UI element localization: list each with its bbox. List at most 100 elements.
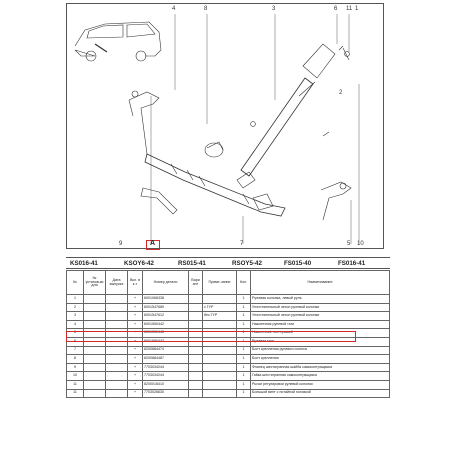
cell-qty: 1 <box>236 311 251 321</box>
cell-name: Рулевая колонка, левый руль <box>250 294 390 304</box>
table-row: 11 + 7703026630 1 Большой винт с потайно… <box>66 388 390 399</box>
cell-name: Болт крепления <box>250 354 390 364</box>
callout-4: 4 <box>172 6 176 12</box>
table-row: 7 + 8200684474 1 Болт крепления рулевого… <box>66 345 390 356</box>
table-row: 5 + 6001550445 1 Наконечник тяги правый <box>66 328 390 338</box>
vehicle-codes-row: KS016-41 KSOY6-42 RS015-41 RSOY5-42 FS01… <box>66 257 390 269</box>
cell-part-number: 8200018410 <box>142 379 189 390</box>
table-header-row: № № установ-ки для Дата выпуска Вкл. в к… <box>66 270 390 295</box>
reference-mark: A <box>150 240 156 247</box>
cell-included: + <box>127 371 143 381</box>
cell-variant <box>188 388 203 399</box>
cell-qty: 1 <box>236 388 251 399</box>
cell-qty: 1 <box>236 354 251 364</box>
callout-2: 2 <box>339 90 343 96</box>
column-header: Кол. <box>236 270 251 295</box>
cell-qty: 1 <box>236 379 251 390</box>
cell-variant <box>188 302 203 313</box>
table-row: 2 + 6001547689 с ГУР 1 Уплотнительный че… <box>66 302 390 313</box>
column-header: № <box>66 270 84 295</box>
cell-qty: 1 <box>236 302 251 313</box>
cell-no: 2 <box>66 302 84 313</box>
vehicle-code: KS016-41 <box>70 260 98 267</box>
cell-name: Наконечник рулевой тяги <box>250 319 390 330</box>
cell-no: 7 <box>66 345 84 356</box>
table-row: 8 + 8200684487 1 Болт крепления <box>66 354 390 364</box>
cell-qty: 1 <box>236 371 251 381</box>
highlighted-row-outline <box>66 331 356 342</box>
vehicle-code: FS016-41 <box>338 260 366 267</box>
callout-1: 1 <box>355 6 359 12</box>
cell-name: Большой винт с потайной головкой <box>250 388 390 399</box>
cell-note <box>202 345 237 356</box>
cell-part-number: 8200684487 <box>142 354 189 364</box>
callout-7: 7 <box>240 241 244 247</box>
cell-note <box>202 362 237 373</box>
cell-included: + <box>127 311 143 321</box>
cell-included: + <box>127 302 143 313</box>
callout-3: 3 <box>272 6 276 12</box>
cell-variant <box>188 294 203 304</box>
cell-no: 10 <box>66 371 84 381</box>
cell-no: 3 <box>66 311 84 321</box>
cell-part-number: 6001547689 <box>142 302 189 313</box>
cell-note <box>202 354 237 364</box>
callout-9: 9 <box>119 241 123 247</box>
cell-variant <box>188 379 203 390</box>
cell-variant <box>188 362 203 373</box>
cell-variant <box>188 354 203 364</box>
cell-note: с ГУР <box>202 302 237 313</box>
table-row: 11 + 8200018410 1 Рычаг регулировки руле… <box>66 379 390 390</box>
cell-note <box>202 379 237 390</box>
cell-name: Болт крепления рулевого колеса <box>250 345 390 356</box>
cell-qty: 1 <box>236 362 251 373</box>
column-header: Наименование <box>250 270 390 295</box>
cell-variant <box>188 371 203 381</box>
vehicle-code: FS015-40 <box>284 260 312 267</box>
cell-included: + <box>127 345 143 356</box>
cell-name: Уплотнительный чехол рулевой колонки <box>250 311 390 321</box>
cell-no: 11 <box>66 379 84 390</box>
callout-6: 6 <box>334 6 338 12</box>
cell-variant <box>188 345 203 356</box>
cell-note <box>202 371 237 381</box>
column-header: № установ-ки для <box>83 270 106 295</box>
cell-included: + <box>127 354 143 364</box>
cell-included: + <box>127 319 143 330</box>
vehicle-code: RSOY5-42 <box>232 260 262 267</box>
column-header: Номер детали <box>142 270 189 295</box>
cell-qty: 1 <box>236 294 251 304</box>
cell-variant <box>188 311 203 321</box>
table-row: 4 + 6001550442 1 Наконечник рулевой тяги <box>66 319 390 330</box>
cell-included: + <box>127 379 143 390</box>
cell-included: + <box>127 388 143 399</box>
column-header: Приме-чание <box>202 270 237 295</box>
cell-no: 1 <box>66 294 84 304</box>
cell-part-number: 7703034244 <box>142 362 189 373</box>
table-row: 1 + 6001066338 1 Рулевая колонка, левый … <box>66 294 390 304</box>
cell-name: Фланец шестигранная шайба самоконтрящаяс… <box>250 362 390 373</box>
cell-note <box>202 319 237 330</box>
cell-note <box>202 388 237 399</box>
vehicle-code: KSOY6-42 <box>124 260 154 267</box>
callout-10: 10 <box>357 241 364 247</box>
table-row: 9 + 7703034244 1 Фланец шестигранная шай… <box>66 362 390 373</box>
cell-part-number: 6001550442 <box>142 319 189 330</box>
cell-name: Уплотнительный чехол рулевой колонки <box>250 302 390 313</box>
cell-note <box>202 294 237 304</box>
column-header: Дата выпуска <box>105 270 128 295</box>
cell-variant <box>188 319 203 330</box>
table-row: 10 + 7703034244 1 Гайка шестигранная сам… <box>66 371 390 381</box>
cell-name: Гайка шестигранная самоконтрящаяся <box>250 371 390 381</box>
cell-note: без ГУР <box>202 311 237 321</box>
exploded-diagram: 4 8 3 6 11 1 9 7 5 10 2 <box>66 3 384 249</box>
callout-5: 5 <box>347 241 351 247</box>
car-sketch <box>74 21 162 62</box>
table-row: 3 + 6001547612 без ГУР 1 Уплотнительный … <box>66 311 390 321</box>
cell-no: 11 <box>66 388 84 399</box>
cell-part-number: 6001066338 <box>142 294 189 304</box>
cell-included: + <box>127 362 143 373</box>
cell-part-number: 6001547612 <box>142 311 189 321</box>
column-header: Вари ант <box>188 270 203 295</box>
cell-no: 9 <box>66 362 84 373</box>
